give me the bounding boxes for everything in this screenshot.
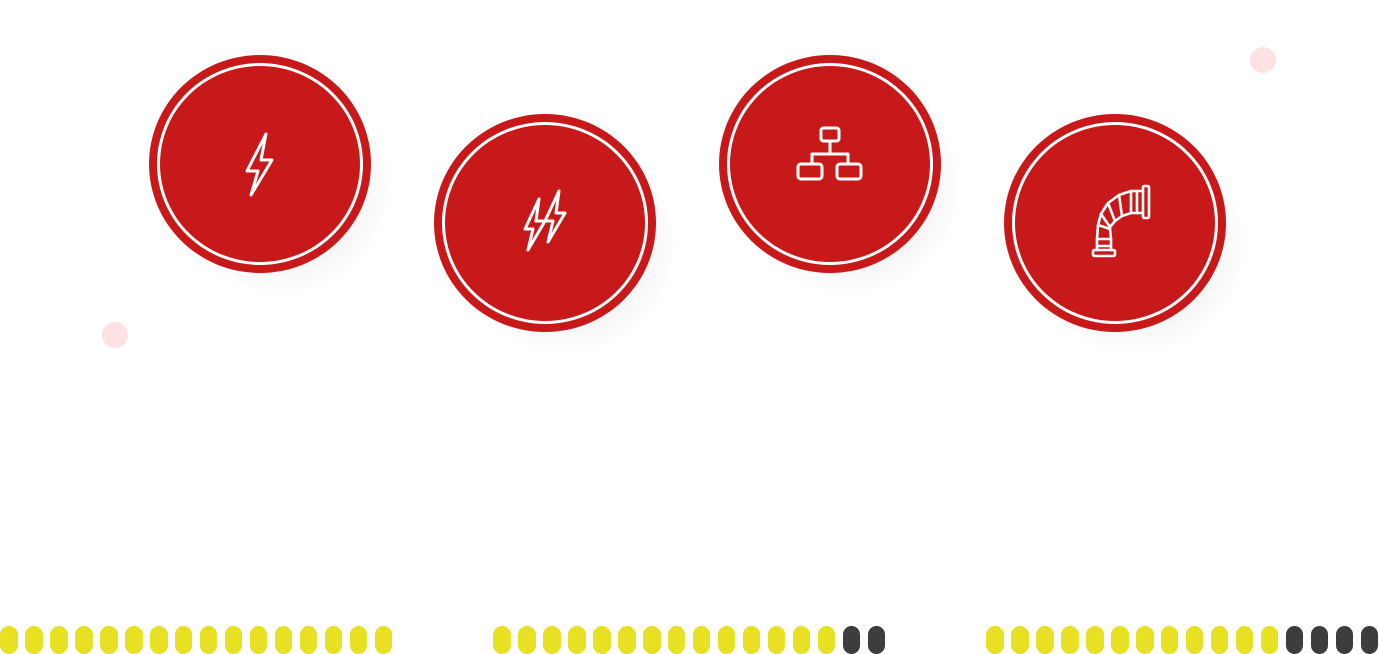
progress-pill-filled — [1210, 626, 1229, 654]
progress-pill-filled — [74, 626, 93, 654]
double-lightning-bolt-icon — [505, 183, 585, 263]
progress-pill-empty — [1285, 626, 1304, 654]
progress-pill-filled — [592, 626, 611, 654]
progress-pill-filled — [817, 626, 836, 654]
progress-pill-filled — [99, 626, 118, 654]
progress-pill-filled — [1010, 626, 1029, 654]
badge-ring — [1012, 122, 1218, 324]
badge-ring — [442, 122, 648, 324]
progress-pill-filled — [767, 626, 786, 654]
progress-pill-empty — [842, 626, 861, 654]
progress-pill-filled — [717, 626, 736, 654]
progress-indicator — [0, 626, 393, 654]
progress-pill-filled — [742, 626, 761, 654]
decorative-dot — [102, 322, 128, 348]
progress-pill-filled — [1035, 626, 1054, 654]
progress-pill-filled — [567, 626, 586, 654]
progress-pill-filled — [324, 626, 343, 654]
progress-pill-filled — [692, 626, 711, 654]
progress-pill-filled — [1185, 626, 1204, 654]
progress-pill-filled — [149, 626, 168, 654]
progress-pill-filled — [1160, 626, 1179, 654]
badge-ring — [727, 63, 933, 265]
progress-pill-filled — [1060, 626, 1079, 654]
progress-pill-filled — [374, 626, 393, 654]
progress-pill-filled — [667, 626, 686, 654]
decorative-dot — [1250, 47, 1276, 73]
progress-pill-filled — [224, 626, 243, 654]
progress-pill-filled — [274, 626, 293, 654]
progress-pill-filled — [299, 626, 318, 654]
progress-pill-empty — [1360, 626, 1379, 654]
progress-pill-filled — [1135, 626, 1154, 654]
progress-pill-filled — [517, 626, 536, 654]
progress-indicator — [493, 626, 886, 654]
progress-pill-filled — [1085, 626, 1104, 654]
badge-double-lightning — [434, 114, 676, 354]
progress-pill-filled — [49, 626, 68, 654]
progress-pill-filled — [493, 626, 511, 654]
progress-pill-empty — [1335, 626, 1354, 654]
progress-pill-filled — [349, 626, 368, 654]
progress-pill-filled — [199, 626, 218, 654]
progress-pill-filled — [1110, 626, 1129, 654]
pipe-elbow-icon — [1075, 183, 1155, 263]
progress-pill-filled — [792, 626, 811, 654]
progress-pill-filled — [986, 626, 1004, 654]
progress-pill-filled — [1260, 626, 1279, 654]
progress-pill-filled — [542, 626, 561, 654]
lightning-bolt-icon — [220, 124, 300, 204]
progress-pill-filled — [124, 626, 143, 654]
progress-pill-filled — [1235, 626, 1254, 654]
network-hierarchy-icon — [790, 124, 870, 204]
progress-pill-filled — [0, 626, 18, 654]
progress-pill-empty — [1310, 626, 1329, 654]
progress-pill-empty — [867, 626, 886, 654]
badge-ring — [157, 63, 363, 265]
progress-pill-filled — [24, 626, 43, 654]
badge-network — [719, 55, 961, 295]
badge-lightning — [149, 55, 391, 295]
progress-pill-filled — [642, 626, 661, 654]
progress-pill-filled — [174, 626, 193, 654]
badge-pipe — [1004, 114, 1246, 354]
progress-pill-filled — [617, 626, 636, 654]
progress-indicator — [986, 626, 1379, 654]
progress-pill-filled — [249, 626, 268, 654]
